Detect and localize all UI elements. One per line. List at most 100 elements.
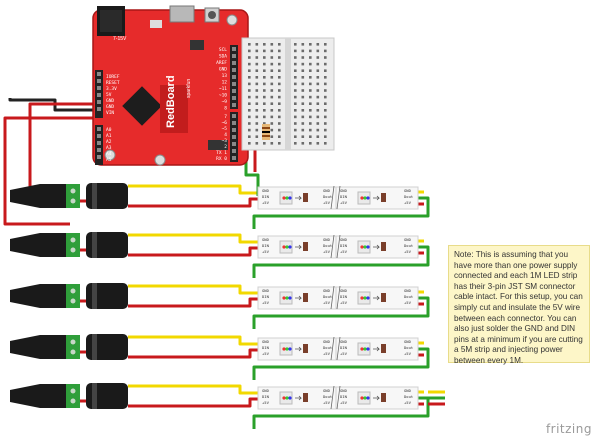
resistor-smd xyxy=(381,193,386,202)
resistor-smd xyxy=(303,293,308,302)
digital-pin-label: SCL xyxy=(219,47,227,53)
strip-pad-label: GND xyxy=(323,339,331,344)
strip-pad-label: GND xyxy=(404,237,412,242)
strip-pad-label: GND xyxy=(404,339,412,344)
analog-pin-label: A2 xyxy=(106,139,112,145)
strip-pad-label: GND xyxy=(340,339,348,344)
digital-pin-label: ~11 xyxy=(219,86,227,92)
digital-pin-label: ~9 xyxy=(222,99,228,105)
wire-row-data xyxy=(252,296,430,329)
fritzing-watermark: fritzing xyxy=(545,422,592,436)
strip-pad-label: GND xyxy=(262,339,270,344)
strip-pad-label: Dout xyxy=(323,394,332,399)
cut-mark xyxy=(330,385,341,410)
digital-pin-label: ~6 xyxy=(222,120,228,126)
wire-row-data xyxy=(252,245,430,278)
strip-pad-label: GND xyxy=(323,288,331,293)
dc-jack-terminal xyxy=(66,233,80,257)
strip-pad-label: +5V xyxy=(404,249,412,254)
resistor-smd xyxy=(303,393,308,402)
strip-pad-label: +5V xyxy=(340,400,348,405)
strip-pad-label: Dout xyxy=(323,194,332,199)
dc-barrel-plug xyxy=(10,384,66,408)
strip-pad-label: DIN xyxy=(262,294,270,299)
strip-pad-label: +5V xyxy=(340,351,348,356)
dc-barrel-plug xyxy=(10,284,66,308)
strip-pad-label: +5V xyxy=(262,351,270,356)
mini-breadboard xyxy=(241,37,335,151)
voltage-label: 7-15V xyxy=(113,36,127,42)
cut-mark xyxy=(330,185,341,210)
wire-row-gnd xyxy=(128,397,260,408)
strip-pad-label: +5V xyxy=(262,400,270,405)
icsp-header xyxy=(208,140,228,150)
note-box: Note: This is assuming that you have mor… xyxy=(448,245,590,365)
dc-barrel-plug xyxy=(10,233,66,257)
board-name: RedBoard xyxy=(165,75,177,128)
digital-pin-label: AREF xyxy=(216,60,227,66)
strip-pad-label: GND xyxy=(323,237,331,242)
analog-pin-label: A5 xyxy=(106,157,112,163)
resistor-smd xyxy=(381,293,386,302)
digital-pin-label: 13 xyxy=(222,73,228,79)
power-pin-label: GND xyxy=(106,104,114,110)
wire-row-gnd xyxy=(128,197,260,208)
dc-jack-terminal xyxy=(66,335,80,359)
strip-pad-label: GND xyxy=(262,388,270,393)
strip-pad-label: GND xyxy=(340,237,348,242)
strip-pad-label: +5V xyxy=(323,400,331,405)
strip-pad-label: Dout xyxy=(404,243,413,248)
usb-connector xyxy=(169,5,195,23)
wire-row-gnd xyxy=(128,348,260,359)
cut-mark xyxy=(330,234,341,259)
power-rows: GNDDIN+5VGNDDout+5VGNDDIN+5VGNDDout+5VGN… xyxy=(10,183,419,410)
strip-pad-label: DIN xyxy=(340,243,348,248)
strip-pad-label: Dout xyxy=(404,394,413,399)
analog-pin-label: A1 xyxy=(106,133,112,139)
strip-pad-label: GND xyxy=(262,288,270,293)
wire-row-data xyxy=(252,347,430,380)
strip-pad-label: GND xyxy=(404,388,412,393)
strip-pad-label: +5V xyxy=(323,200,331,205)
digital-pin-label: ~3 xyxy=(222,138,228,144)
analog-pin-label: A3 xyxy=(106,145,112,151)
strip-pad-label: GND xyxy=(340,188,348,193)
cut-mark xyxy=(330,336,341,361)
microcontroller-chip xyxy=(122,86,162,126)
digital-pin-label: 7 xyxy=(224,114,227,120)
strip-pad-label: GND xyxy=(323,188,331,193)
resistor-smd xyxy=(303,344,308,353)
strip-pad-label: +5V xyxy=(262,249,270,254)
wire-row-gnd xyxy=(128,246,260,257)
board-brand: sparkfun xyxy=(186,79,192,98)
strip-pad-label: Dout xyxy=(404,345,413,350)
digital-pin-label: SDA xyxy=(219,54,227,60)
resistor-smd xyxy=(381,344,386,353)
power-pin-label: VIN xyxy=(106,110,114,116)
strip-pad-label: +5V xyxy=(323,249,331,254)
analog-pin-label: A4 xyxy=(106,151,112,157)
strip-pad-label: GND xyxy=(262,237,270,242)
resistor-smd xyxy=(381,242,386,251)
dc-barrel-plug xyxy=(10,184,66,208)
strip-pad-label: DIN xyxy=(262,345,270,350)
digital-pin-label: 2 xyxy=(224,144,227,150)
power-pin-label: 5V xyxy=(106,92,112,98)
redboard: RedBoard sparkfun 7-15V IOREFRESET3.3V5V… xyxy=(92,5,249,166)
strip-pad-label: +5V xyxy=(404,200,412,205)
digital-pin-label: 4 xyxy=(224,132,227,138)
power-pin-label: GND xyxy=(106,98,114,104)
strip-pad-label: +5V xyxy=(262,200,270,205)
strip-pad-label: +5V xyxy=(340,200,348,205)
digital-pin-label: GND xyxy=(219,67,227,73)
wire-row-5v xyxy=(128,233,260,244)
wire-row-data xyxy=(252,196,430,229)
